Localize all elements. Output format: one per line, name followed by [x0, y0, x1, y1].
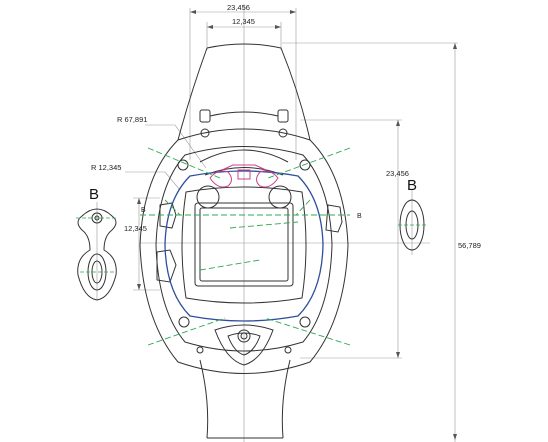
construction-lines [96, 4, 458, 442]
dim-radius-large: R 67,891 [117, 115, 147, 124]
bezel-contour [164, 170, 324, 322]
dimension-arrows [137, 10, 457, 440]
section-lines [140, 147, 351, 346]
cut-label-right: B [357, 213, 362, 220]
cut-label-left: B [141, 207, 146, 214]
dim-top-inner: 12,345 [232, 17, 255, 26]
section-label-left: B [89, 186, 99, 203]
section-label-right: B [407, 177, 417, 194]
dim-top-overall: 23,456 [227, 3, 250, 12]
dim-radius-small: R 12,345 [91, 163, 121, 172]
magenta-details [209, 164, 279, 188]
dim-right-height: 23,456 [386, 169, 409, 178]
dim-left-height: 12,345 [124, 224, 147, 233]
section-view-left-green [76, 217, 118, 273]
dim-overall-height: 56,789 [458, 241, 481, 250]
